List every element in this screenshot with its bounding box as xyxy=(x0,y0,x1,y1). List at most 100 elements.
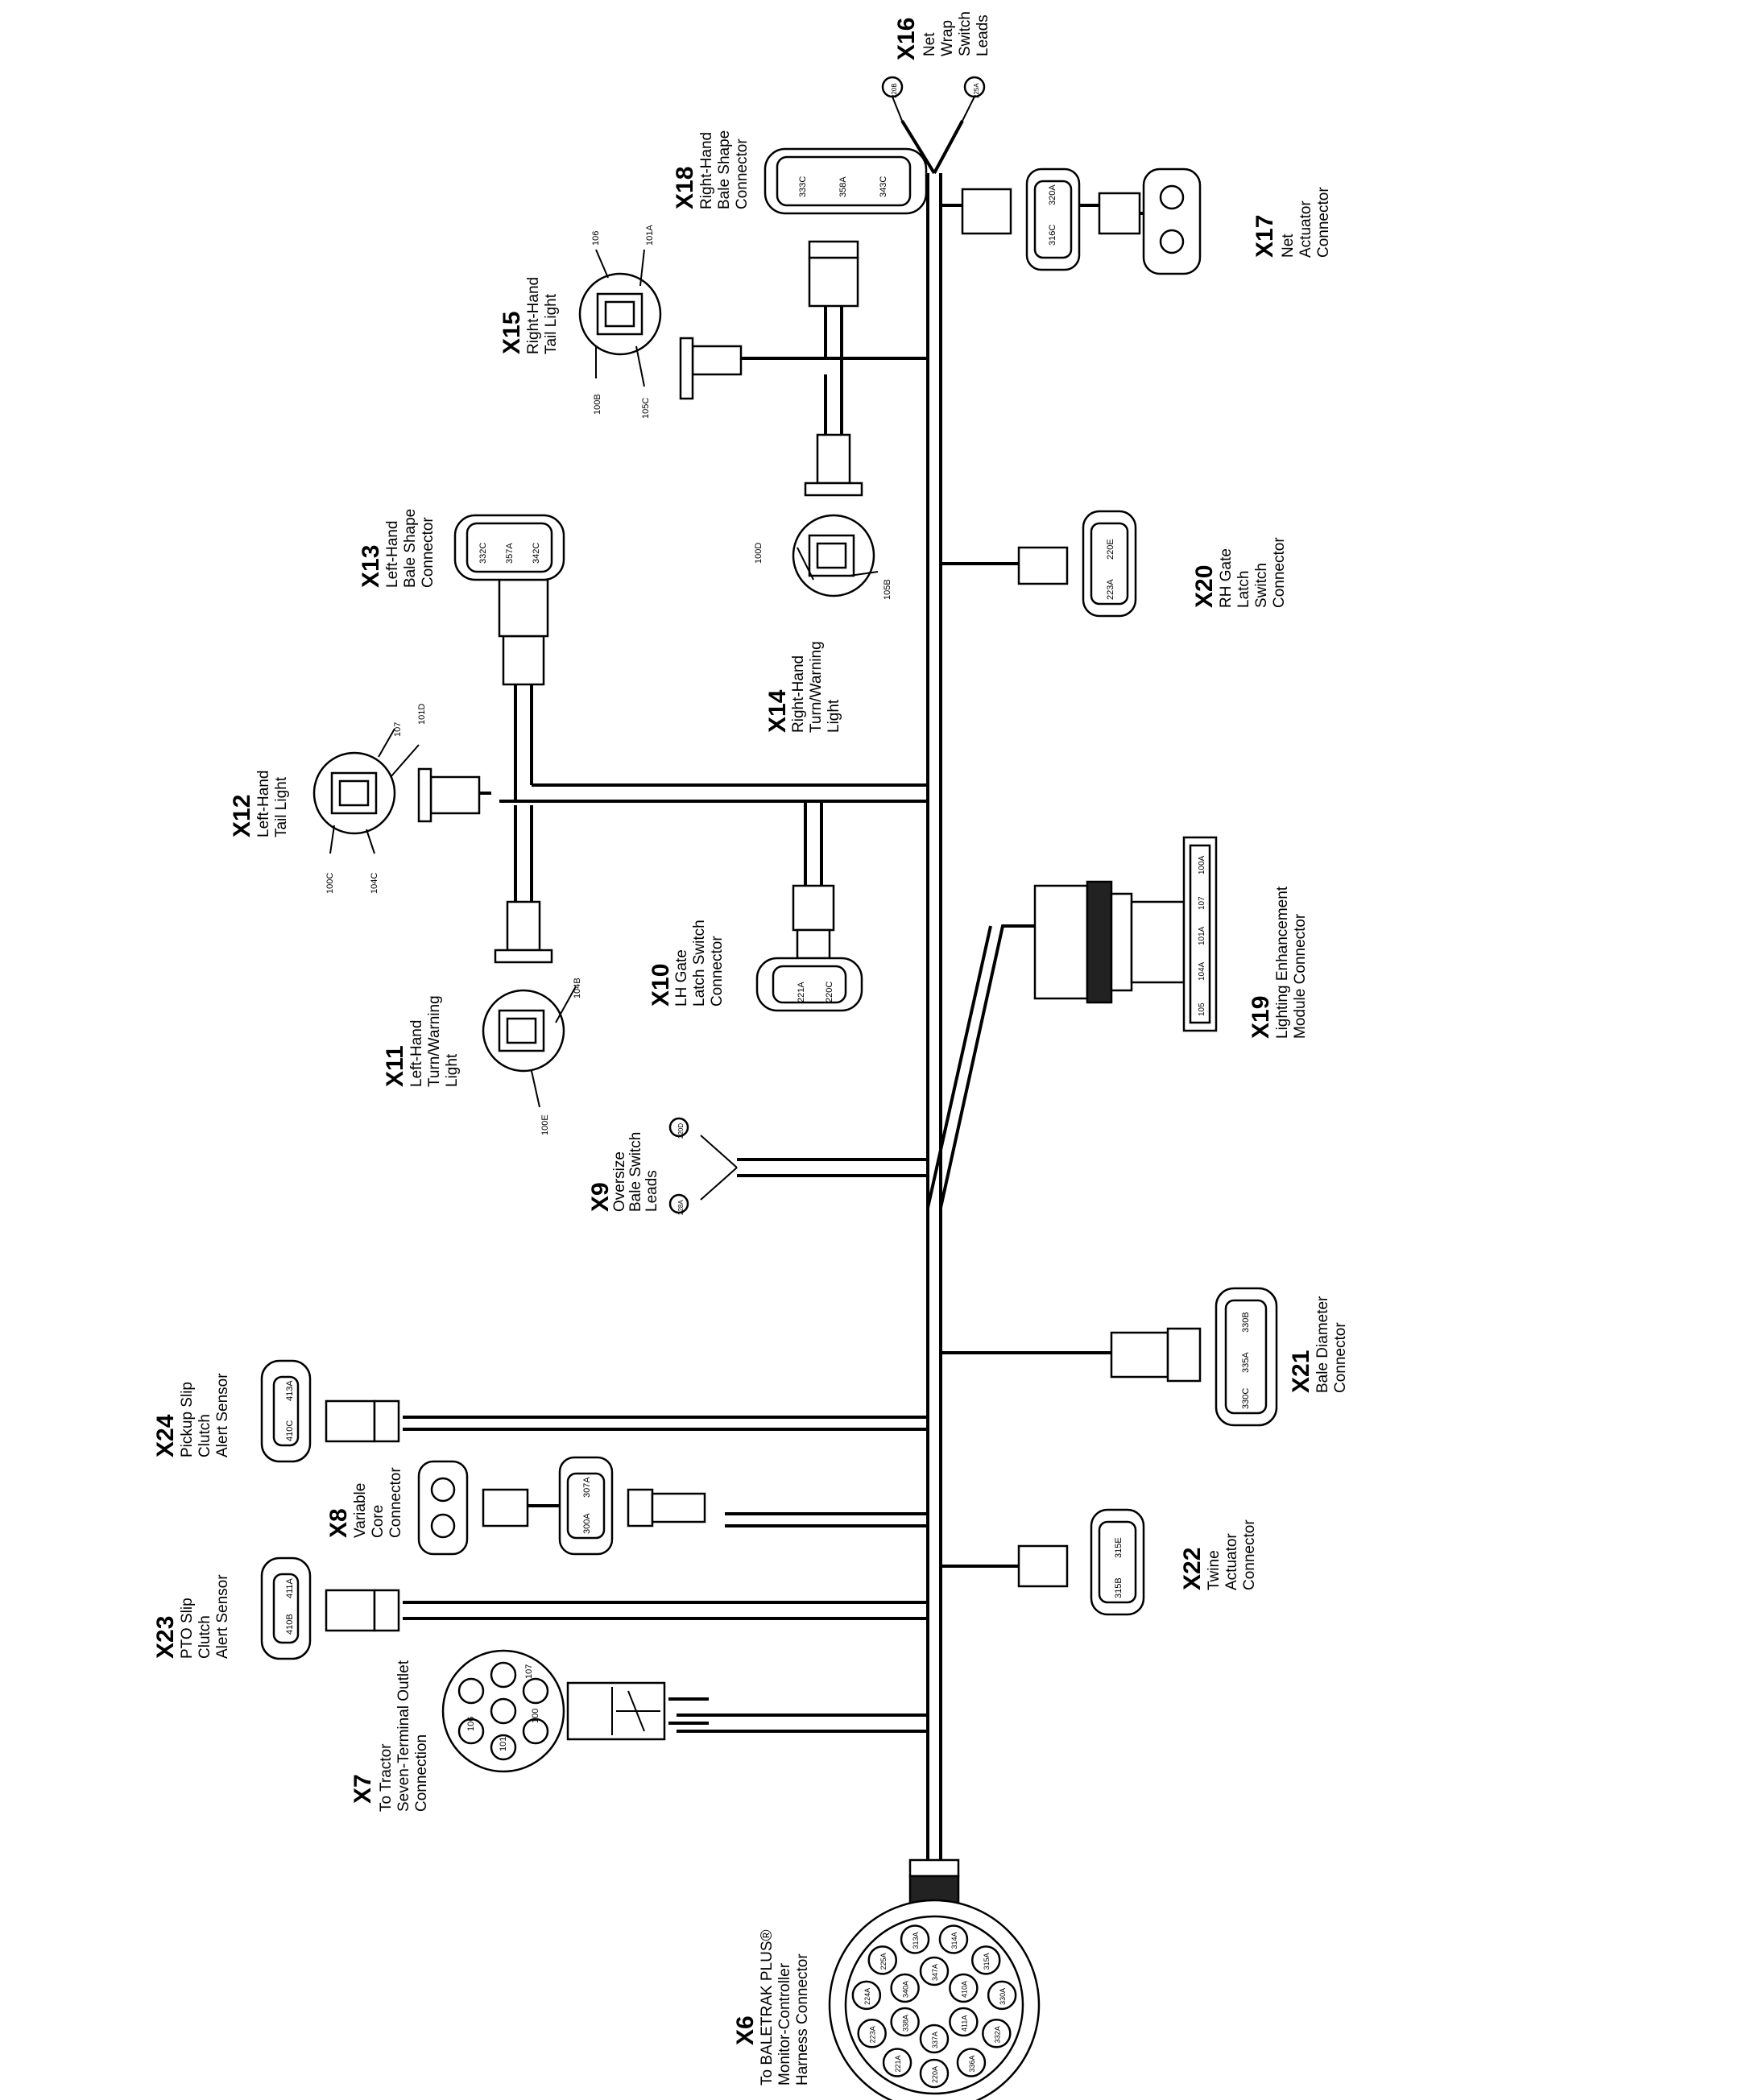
x10-wire-2: 220C xyxy=(825,982,834,1002)
x19-pin-wire-label: 107 xyxy=(1198,896,1206,910)
x19-pin-wire-label: 101A xyxy=(1198,926,1206,945)
x9-id: X9 xyxy=(587,1182,614,1212)
connector-x20: 223A 220E xyxy=(1017,510,1137,618)
x21-wire-1: 330B xyxy=(1241,1312,1251,1333)
x7-line-3: Connection xyxy=(413,1734,430,1812)
x14-id: X14 xyxy=(764,689,791,733)
x11-line-1: Left-Hand xyxy=(408,1020,425,1087)
x7-line-2: Seven-Terminal Outlet xyxy=(395,1660,412,1812)
x19-line-2: Module Connector xyxy=(1292,913,1309,1039)
x13-line-2: Bale Shape xyxy=(402,509,419,588)
x24-id: X24 xyxy=(152,1414,179,1457)
x19-pin-wire-label: 100A xyxy=(1198,855,1206,874)
x16-line-2: Wrap xyxy=(939,20,956,56)
connector-x15: 106 101A 100B 105C xyxy=(578,225,765,419)
x6-pin xyxy=(919,1956,950,1986)
x7-wire-1: 107 xyxy=(524,1664,534,1679)
x6-pin-wire-label: 410A xyxy=(960,1981,968,1998)
x16-line-1: Net xyxy=(921,32,938,56)
x17-wire-1: 316C xyxy=(1048,225,1057,246)
x8-wire-2: 307A xyxy=(582,1477,592,1498)
x15-id: X15 xyxy=(499,312,525,354)
x6-pin-wire-label: 225A xyxy=(879,1953,888,1970)
x15-line-1: Right-Hand xyxy=(525,277,542,354)
x13-line-1: Left-Hand xyxy=(384,521,401,588)
x6-pin xyxy=(956,2048,987,2077)
x20-id: X20 xyxy=(1191,565,1218,608)
label-x18: X18 Right-Hand Bale Shape Connector xyxy=(672,130,751,209)
x21-wire-2: 335A xyxy=(1241,1352,1251,1373)
label-x22: X22 Twine Actuator Connector xyxy=(1179,1519,1258,1590)
label-x23: X23 PTO Slip Clutch Alert Sensor xyxy=(152,1574,231,1659)
x8-line-2: Core xyxy=(370,1505,387,1538)
connector-x18: 333C 358A 343C xyxy=(763,147,928,308)
x18-wire-3: 343C xyxy=(879,176,888,197)
x6-pin-wire-label: 220A xyxy=(931,2066,939,2083)
x7-pin-labels: 107 106 101 100 xyxy=(466,1664,540,1751)
x6-pin xyxy=(867,1945,898,1975)
x6-pin-wire-label: 332A xyxy=(993,2026,1001,2043)
x7-line-1: To Tractor xyxy=(378,1743,395,1812)
connector-x7: 107 106 101 100 xyxy=(441,1649,709,1773)
label-x8: X8 Variable Core Connector xyxy=(325,1467,404,1538)
x6-pin-wire-label: 337A xyxy=(931,2032,939,2048)
x18-wire-1: 333C xyxy=(798,176,808,197)
label-x19: X19 Lighting Enhancement Module Connecto… xyxy=(1248,886,1309,1039)
x13-wire-1: 332C xyxy=(478,543,488,564)
x16-wire-1: 220B xyxy=(891,83,898,98)
connector-x10: 221A 220C xyxy=(755,884,863,1012)
label-x7: X7 To Tractor Seven-Terminal Outlet Conn… xyxy=(350,1660,430,1812)
x6-id: X6 xyxy=(732,2015,759,2045)
x18-id: X18 xyxy=(672,167,698,209)
x18-line-1: Right-Hand xyxy=(698,132,715,209)
label-x14: X14 Right-Hand Turn/Warning Light xyxy=(764,641,842,733)
x20-wire-2: 220E xyxy=(1106,539,1115,560)
label-x11: X11 Left-Hand Turn/Warning Light xyxy=(382,995,461,1087)
x12-wire-3: 100C xyxy=(325,873,335,894)
x6-pin-wire-label: 221A xyxy=(894,2055,902,2072)
x7-wire-2: 106 xyxy=(466,1717,476,1731)
x6-pin-wire-label: 338A xyxy=(902,2015,910,2032)
x24-wire-2: 413A xyxy=(285,1380,295,1401)
x6-pin-wire-label: 314A xyxy=(950,1932,958,1949)
connector-x13: 332C 357A 342C xyxy=(453,514,565,686)
x13-line-3: Connector xyxy=(420,517,437,588)
x16-line-3: Switch xyxy=(957,11,974,56)
x6-line-3: Harness Connector xyxy=(794,1953,811,2086)
label-x13: X13 Left-Hand Bale Shape Connector xyxy=(358,509,437,588)
x20-line-4: Connector xyxy=(1271,537,1288,608)
x15-wire-4: 105C xyxy=(641,398,651,419)
x12-line-1: Left-Hand xyxy=(255,771,272,837)
x6-pin-wire-label: 411A xyxy=(960,2015,968,2032)
x7-id: X7 xyxy=(350,1774,376,1804)
x6-pin xyxy=(987,1980,1017,2011)
x8-id: X8 xyxy=(325,1508,352,1538)
x24-line-2: Clutch xyxy=(197,1414,213,1457)
x14-line-2: Turn/Warning xyxy=(808,641,825,733)
x22-id: X22 xyxy=(1179,1548,1206,1590)
x11-id: X11 xyxy=(382,1045,408,1087)
x22-line-2: Actuator xyxy=(1223,1533,1240,1590)
x20-line-1: RH Gate xyxy=(1218,548,1235,608)
x6-pin-wire-label: 313A xyxy=(912,1932,920,1949)
label-x10: X10 LH Gate Latch Switch Connector xyxy=(648,920,726,1007)
x23-id: X23 xyxy=(152,1616,179,1659)
x18-wire-2: 358A xyxy=(838,176,848,197)
x6-pin xyxy=(851,1980,882,2011)
x23-line-2: Clutch xyxy=(197,1615,213,1659)
x17-id: X17 xyxy=(1252,215,1278,258)
x9-line-3: Leads xyxy=(643,1170,660,1212)
label-x20: X20 RH Gate Latch Switch Connector xyxy=(1191,537,1288,608)
label-x12: X12 Left-Hand Tail Light xyxy=(229,771,290,837)
x18-line-3: Connector xyxy=(734,138,751,209)
label-x6: X6 To BALETRAK PLUS® Monitor-Controller … xyxy=(732,1929,811,2086)
x17-line-2: Actuator xyxy=(1297,200,1314,258)
x10-id: X10 xyxy=(648,964,674,1007)
x6-pin xyxy=(919,2058,950,2089)
x7-wire-4: 100 xyxy=(531,1709,540,1723)
x22-wire-2: 315E xyxy=(1114,1537,1123,1558)
x6-pin-wire-label: 340A xyxy=(902,1981,910,1998)
x6-pin xyxy=(890,1973,920,2003)
x22-line-3: Connector xyxy=(1241,1519,1258,1590)
